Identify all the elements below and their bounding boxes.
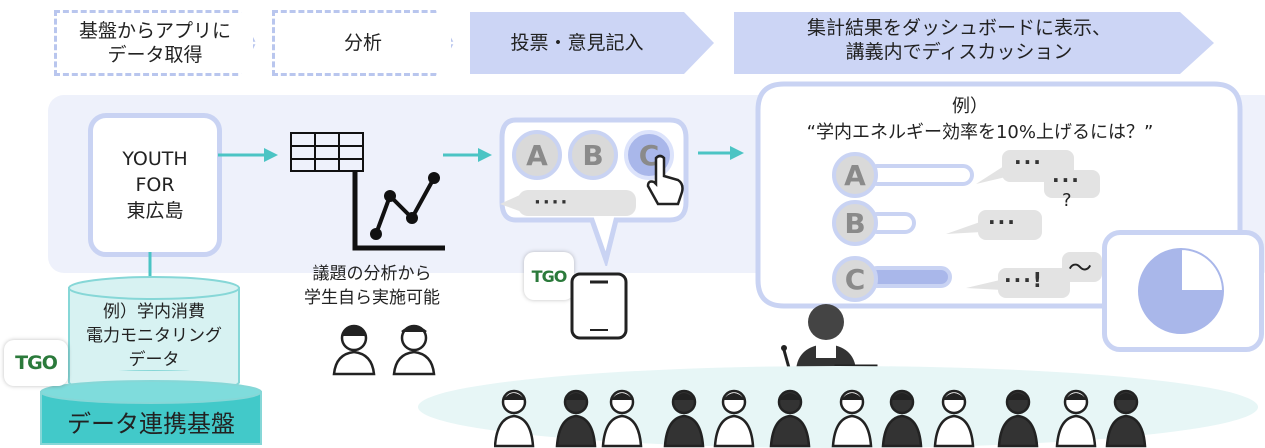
vote-comment-text: ···· bbox=[534, 192, 570, 213]
step-dashboard-label: 集計結果をダッシュボードに表示、 講義内でディスカッション bbox=[806, 17, 1111, 63]
dashboard-comment-a: ··· bbox=[1014, 150, 1043, 174]
step-analysis-label: 分析 bbox=[343, 32, 382, 54]
dashboard-comment-extra: ··· bbox=[1052, 168, 1081, 192]
dashboard-comment-c: ···! bbox=[1004, 268, 1044, 292]
step-data-acquisition: 基盤からアプリに データ取得 bbox=[54, 10, 256, 76]
pie-slice bbox=[1180, 247, 1225, 292]
youth-box: YOUTH FOR 東広島 bbox=[88, 113, 222, 257]
student-icon bbox=[555, 389, 597, 448]
tgo-logo-mid: TGO bbox=[524, 252, 574, 300]
hand-cursor-icon bbox=[646, 154, 684, 206]
student-icon bbox=[713, 389, 755, 448]
tgo-logo-left: TGO bbox=[4, 340, 68, 386]
student-icon bbox=[601, 389, 643, 448]
vote-option-b[interactable]: B bbox=[568, 130, 618, 180]
step-vote-arrow bbox=[470, 12, 714, 74]
dashboard-option-c: C bbox=[832, 256, 878, 302]
pie-slice bbox=[1138, 247, 1225, 334]
step-data-acquisition-label: 基盤からアプリに データ取得 bbox=[78, 20, 231, 66]
platform-label: データ連携基盤 bbox=[67, 410, 235, 438]
step-analysis: 分析 bbox=[272, 10, 454, 76]
analysis-table-graph-icon bbox=[290, 132, 445, 251]
audience-students-icons bbox=[494, 389, 1147, 448]
student-icon bbox=[881, 389, 923, 448]
student-icon bbox=[1105, 389, 1147, 448]
student-icon bbox=[933, 389, 975, 448]
vote-option-c[interactable]: C bbox=[624, 130, 674, 180]
student-icon bbox=[997, 389, 1039, 448]
student-icon bbox=[831, 389, 873, 448]
student-pair-icon bbox=[332, 324, 436, 376]
database-cylinder bbox=[68, 276, 240, 394]
step-vote-label: 投票・意見記入 bbox=[510, 32, 644, 54]
dashboard-example-label: 例） bbox=[952, 96, 988, 117]
vote-comment-tail bbox=[500, 194, 522, 212]
student-icon bbox=[769, 389, 811, 448]
dashboard-comment-b: ··· bbox=[988, 210, 1017, 234]
platform-cylinder bbox=[40, 380, 262, 445]
vote-comment-bar bbox=[518, 190, 636, 216]
student-icon bbox=[663, 389, 705, 448]
tgo-logo-left-text: TGO bbox=[15, 352, 58, 374]
analysis-caption: 議題の分析から 学生自ら実施可能 bbox=[304, 264, 440, 308]
dashboard-option-b: B bbox=[832, 200, 878, 246]
step-dashboard-arrow bbox=[734, 12, 1214, 74]
dashboard-option-a: A bbox=[832, 152, 878, 198]
pie-chart bbox=[1138, 247, 1225, 334]
student-icon bbox=[494, 389, 535, 448]
student-icon bbox=[1055, 389, 1097, 448]
database-label: 例）学内消費 電力モニタリング データ bbox=[86, 302, 222, 370]
dashboard-tilde: ～ bbox=[1068, 254, 1092, 282]
dashboard-question-mark: ? bbox=[1062, 190, 1072, 211]
vote-option-a[interactable]: A bbox=[512, 130, 562, 180]
tablet-icon bbox=[570, 272, 628, 340]
youth-box-label: YOUTH FOR 東広島 bbox=[122, 148, 188, 222]
dashboard-question: “学内エネルギー効率を10%上げるには？” bbox=[806, 122, 1154, 143]
tgo-logo-mid-text: TGO bbox=[531, 266, 568, 286]
